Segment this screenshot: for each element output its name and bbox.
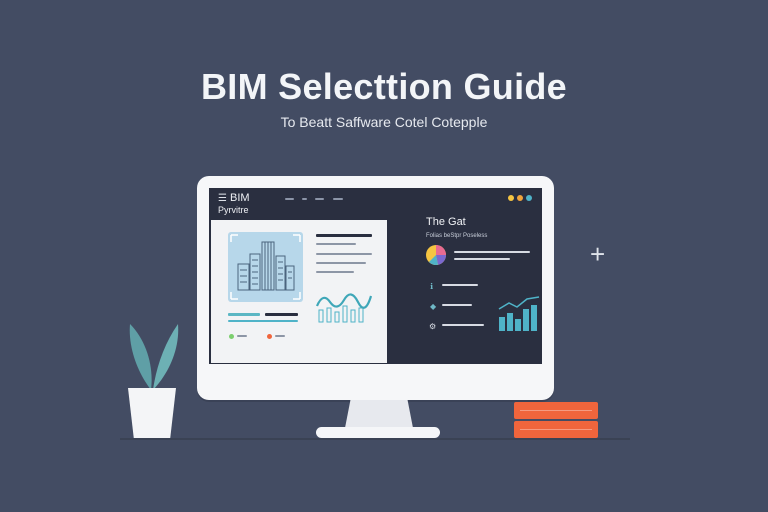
monitor-stand-neck xyxy=(345,400,413,428)
text-line xyxy=(316,243,356,245)
desk-line xyxy=(120,438,630,440)
text-line xyxy=(316,253,372,255)
window-dot-yellow[interactable] xyxy=(508,195,514,201)
book xyxy=(514,421,598,438)
text-line xyxy=(442,304,472,306)
nav-item-1[interactable] xyxy=(285,198,294,200)
text-line xyxy=(454,258,510,260)
tag-icon: ◆ xyxy=(430,302,437,311)
building-illustration xyxy=(228,232,303,302)
content-panel xyxy=(211,220,387,363)
pie-chart-icon xyxy=(426,245,446,265)
panel-subtitle: Folias beStpr Poseless xyxy=(426,233,488,239)
app-name: BIM xyxy=(230,192,250,204)
status-dot-green xyxy=(229,334,234,339)
monitor-screen: ☰ BIM Pyrvitre xyxy=(209,188,542,364)
plus-icon: + xyxy=(590,239,606,269)
text-line xyxy=(316,271,354,273)
plant-pot xyxy=(128,388,176,438)
hamburger-icon[interactable]: ☰ xyxy=(218,193,227,204)
gear-icon: ⚙ xyxy=(429,322,437,331)
panel-title: The Gat xyxy=(426,216,466,228)
progress-line xyxy=(228,320,298,322)
page-title: BIM Selecttion Guide xyxy=(200,66,568,107)
info-icon: ℹ xyxy=(430,282,434,291)
app-subtitle: Pyrvitre xyxy=(218,205,249,215)
monitor-stand-base xyxy=(316,427,440,438)
text-line xyxy=(442,284,478,286)
status-label xyxy=(275,335,285,337)
plant-icon xyxy=(129,324,179,390)
text-line xyxy=(316,234,372,237)
wave-chart xyxy=(315,293,373,323)
status-label xyxy=(237,335,247,337)
text-line xyxy=(454,251,530,253)
app-topbar: ☰ BIM Pyrvitre xyxy=(209,188,542,218)
progress-line xyxy=(265,313,298,316)
window-dot-teal[interactable] xyxy=(526,195,532,201)
nav-item-2[interactable] xyxy=(302,198,307,200)
text-line xyxy=(442,324,484,326)
nav-item-3[interactable] xyxy=(315,198,324,200)
status-dot-orange xyxy=(267,334,272,339)
bar-chart-icon xyxy=(498,296,540,331)
book xyxy=(514,402,598,419)
text-line xyxy=(316,262,366,264)
progress-line xyxy=(228,313,260,316)
nav-item-4[interactable] xyxy=(333,198,343,200)
monitor: ☰ BIM Pyrvitre xyxy=(197,176,554,400)
page-subtitle: To Beatt Saffware Cotel Cotepple xyxy=(280,114,488,130)
window-dot-orange[interactable] xyxy=(517,195,523,201)
buildings-icon xyxy=(230,234,301,300)
